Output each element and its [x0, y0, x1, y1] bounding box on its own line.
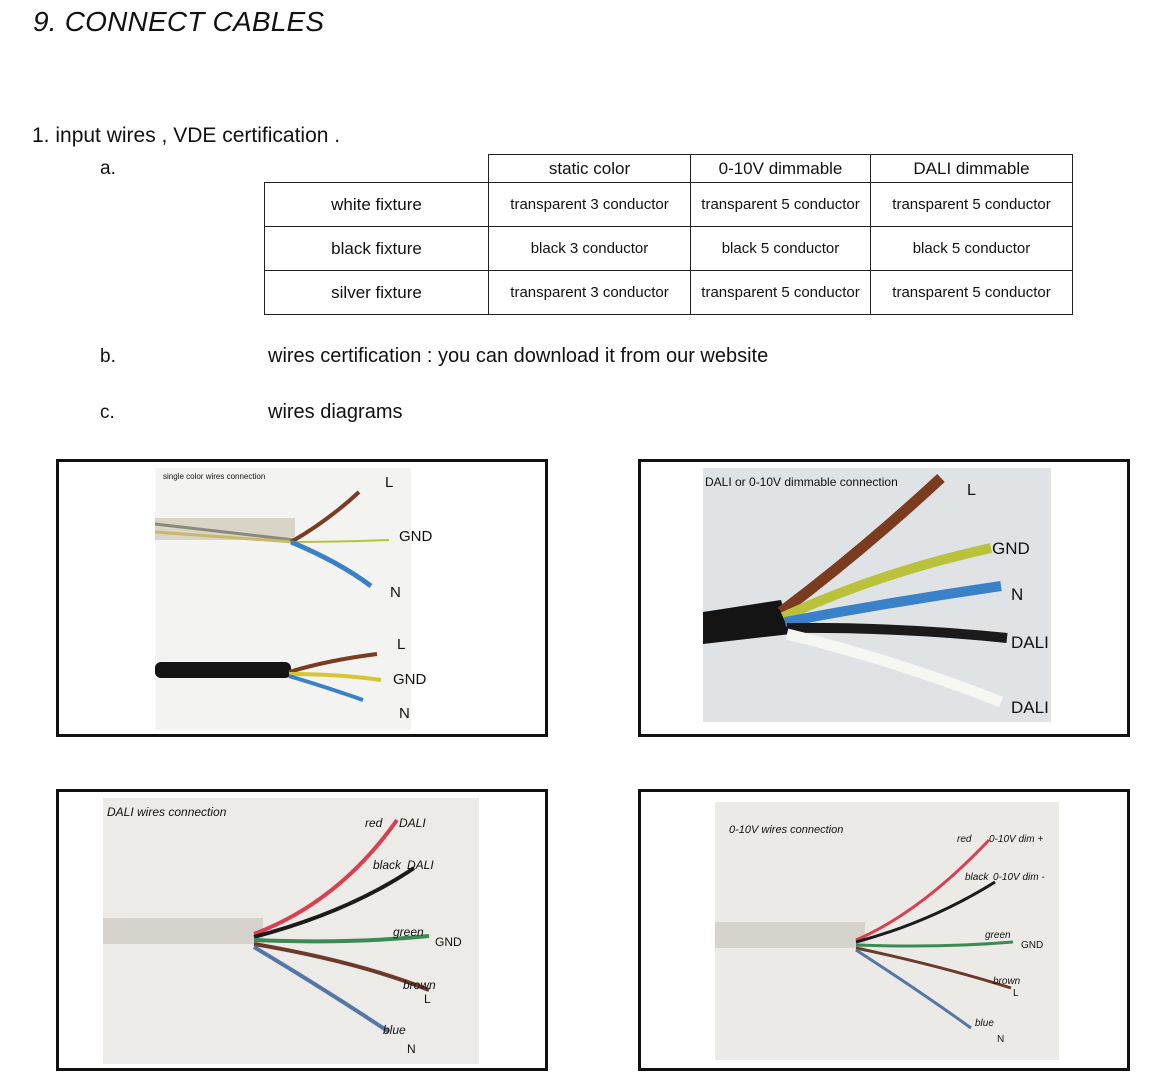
label-N: N: [1011, 585, 1024, 604]
function-dali: DALI: [399, 816, 426, 830]
page-heading: 9. CONNECT CABLES: [33, 6, 325, 37]
label-N: N: [390, 584, 401, 601]
function-gnd: GND: [1021, 940, 1044, 951]
dimmable-wires-illustration: [703, 468, 1051, 722]
wire-color-blue: blue: [975, 1018, 994, 1029]
photo-caption: single color wires connection: [163, 472, 266, 481]
wire-color-red: red: [957, 834, 972, 845]
label-GND: GND: [393, 671, 427, 688]
function-010v-plus: 0-10V dim +: [989, 834, 1044, 845]
label-N: N: [399, 705, 410, 722]
function-l: L: [424, 992, 431, 1006]
table-header-010v: 0-10V dimmable: [690, 154, 871, 183]
row-name: white fixture: [264, 182, 489, 227]
label-GND: GND: [399, 528, 433, 545]
wire-color-blue: blue: [383, 1023, 406, 1037]
dimmable-wires-photo: DALI or 0-10V dimmable connection L GND …: [638, 459, 1130, 737]
function-l: L: [1013, 988, 1019, 999]
table-header-static: static color: [488, 154, 691, 183]
row-name: silver fixture: [264, 270, 489, 315]
function-dali: DALI: [407, 858, 434, 872]
dali-wires-photo: DALI wires connection red DALI black DAL…: [56, 789, 548, 1071]
item-a-label: a.: [100, 158, 116, 179]
label-DALI: DALI: [1011, 633, 1049, 652]
table-cell: black 5 conductor: [870, 226, 1073, 271]
label-GND: GND: [992, 539, 1030, 558]
photo-caption: 0-10V wires connection: [729, 824, 844, 836]
table-header-row: static color 0-10V dimmable DALI dimmabl…: [264, 154, 1073, 183]
function-n: N: [997, 1034, 1005, 1045]
table-row: silver fixture transparent 3 conductor t…: [264, 270, 1073, 315]
table-cell: transparent 3 conductor: [488, 182, 691, 227]
wire-color-red: red: [365, 816, 383, 830]
table-cell: transparent 5 conductor: [690, 270, 871, 315]
table-row: white fixture transparent 3 conductor tr…: [264, 182, 1073, 227]
wire-color-black: black: [373, 858, 402, 872]
table-header-empty: [264, 154, 489, 183]
dali-wires-illustration: [103, 798, 479, 1064]
function-010v-minus: 0-10V dim -: [993, 872, 1045, 883]
010v-wires-illustration: [715, 802, 1059, 1060]
function-gnd: GND: [435, 935, 462, 949]
certification-text: wires certification : you can download i…: [268, 345, 769, 367]
row-name: black fixture: [264, 226, 489, 271]
table-cell: black 3 conductor: [488, 226, 691, 271]
function-n: N: [407, 1042, 416, 1056]
table-header-dali: DALI dimmable: [870, 154, 1073, 183]
table-cell: black 5 conductor: [690, 226, 871, 271]
item-c-label: c.: [100, 402, 115, 423]
table-cell: transparent 5 conductor: [870, 270, 1073, 315]
single-color-wires-illustration: [154, 468, 411, 730]
photo-caption: DALI wires connection: [107, 805, 227, 819]
label-L: L: [385, 474, 394, 491]
table-row: black fixture black 3 conductor black 5 …: [264, 226, 1073, 271]
label-L: L: [397, 636, 406, 653]
wire-color-brown: brown: [993, 976, 1021, 987]
photo-caption: DALI or 0-10V dimmable connection: [705, 475, 898, 489]
table-cell: transparent 5 conductor: [870, 182, 1073, 227]
label-DALI: DALI: [1011, 698, 1049, 717]
cable-spec-table: static color 0-10V dimmable DALI dimmabl…: [264, 154, 1073, 315]
wire-color-black: black: [965, 872, 989, 883]
table-cell: transparent 3 conductor: [488, 270, 691, 315]
wire-color-brown: brown: [403, 978, 436, 992]
010v-wires-photo: 0-10V wires connection red 0-10V dim + b…: [638, 789, 1130, 1071]
wire-color-green: green: [985, 930, 1011, 941]
diagrams-text: wires diagrams: [268, 401, 403, 423]
table-cell: transparent 5 conductor: [690, 182, 871, 227]
section-title: 1. input wires , VDE certification .: [32, 124, 341, 147]
wire-color-green: green: [393, 925, 424, 939]
single-color-wires-photo: single color wires connection L GND N L …: [56, 459, 548, 737]
item-b-label: b.: [100, 346, 116, 367]
label-L: L: [967, 482, 976, 499]
